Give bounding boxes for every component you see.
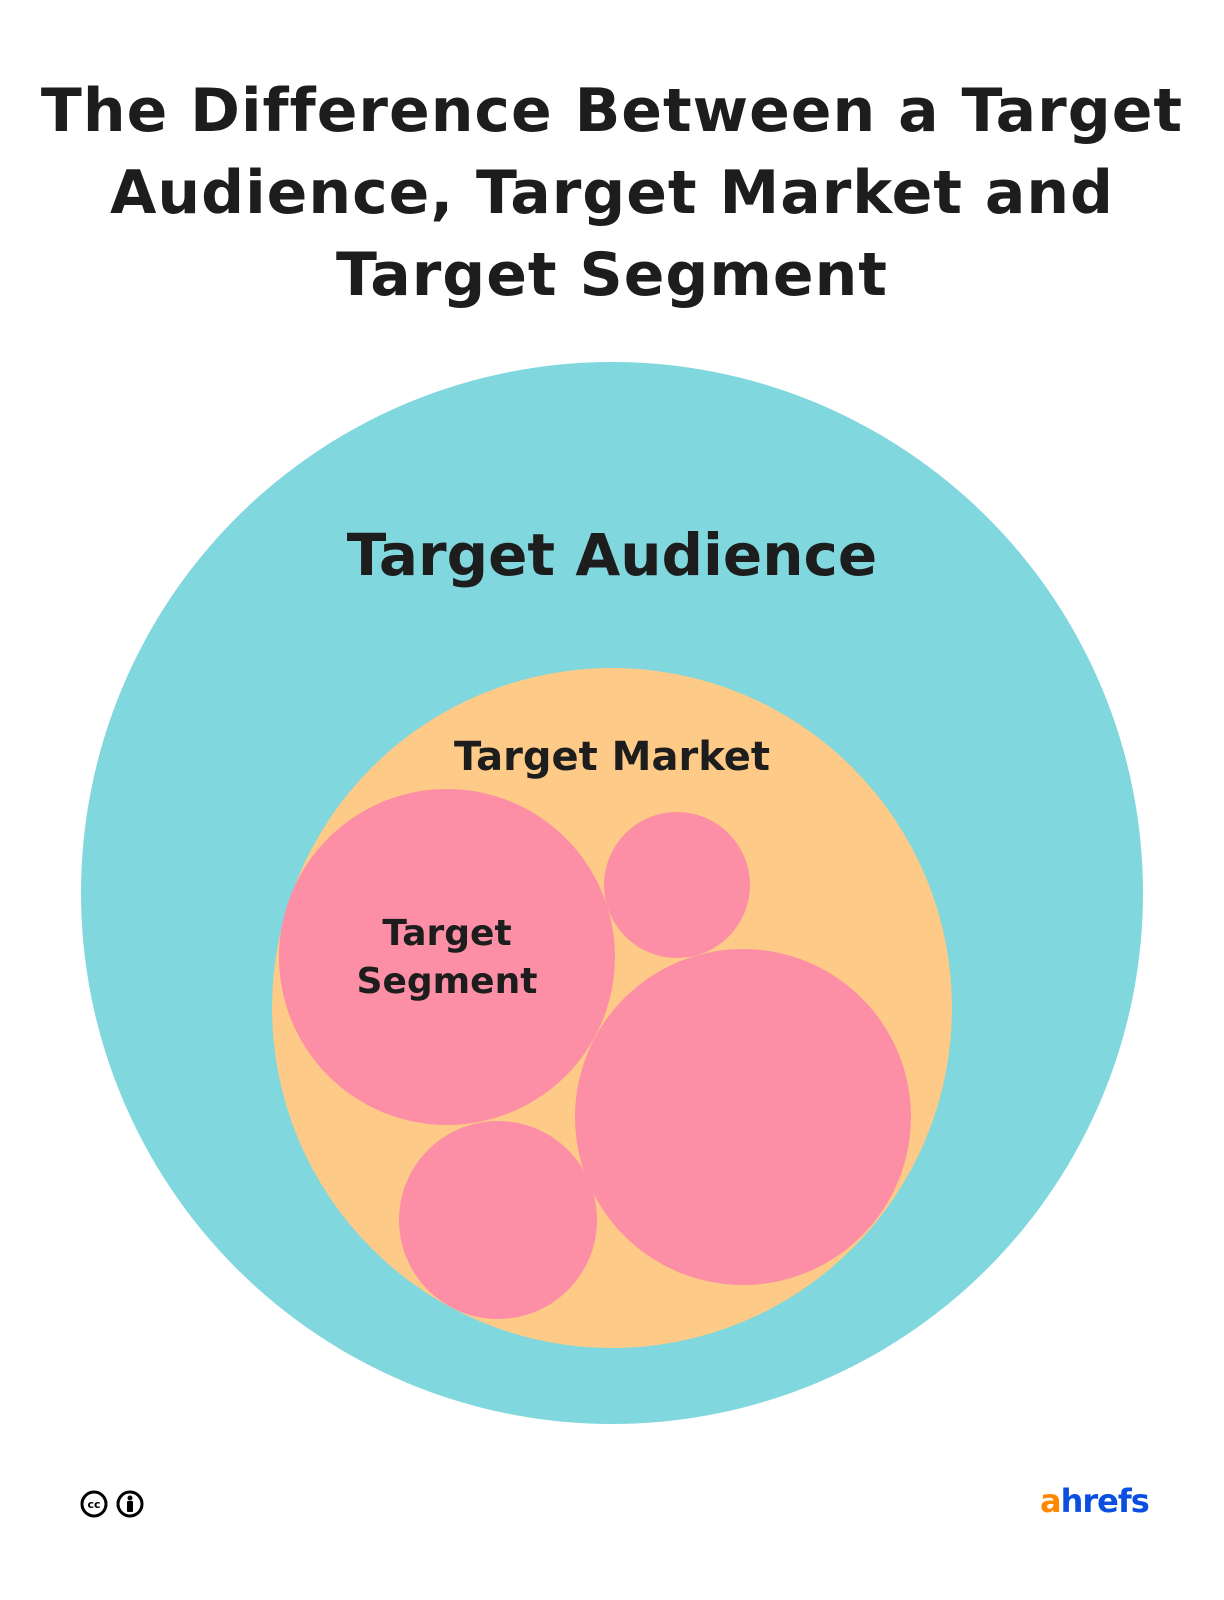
segment-circle-small — [604, 812, 750, 958]
target-segment-label-line1: Target — [382, 913, 511, 954]
target-audience-label: Target Audience — [347, 521, 878, 589]
ahrefs-logo[interactable]: ahrefs — [1040, 1482, 1150, 1520]
target-segment-label-line2: Segment — [357, 961, 538, 1002]
segment-circle-large — [575, 949, 911, 1285]
attribution-icon — [116, 1490, 144, 1518]
logo-rest: hrefs — [1060, 1482, 1150, 1520]
target-market-label: Target Market — [454, 734, 770, 780]
creative-commons-icon: cc — [80, 1490, 108, 1518]
license-icons: cc — [80, 1490, 144, 1518]
logo-a: a — [1040, 1482, 1062, 1520]
page-title: The Difference Between a Target Audience… — [40, 76, 1184, 310]
segment-circle-bottom — [399, 1121, 597, 1319]
svg-text:cc: cc — [87, 1498, 100, 1511]
target-segment-circle — [279, 789, 615, 1125]
